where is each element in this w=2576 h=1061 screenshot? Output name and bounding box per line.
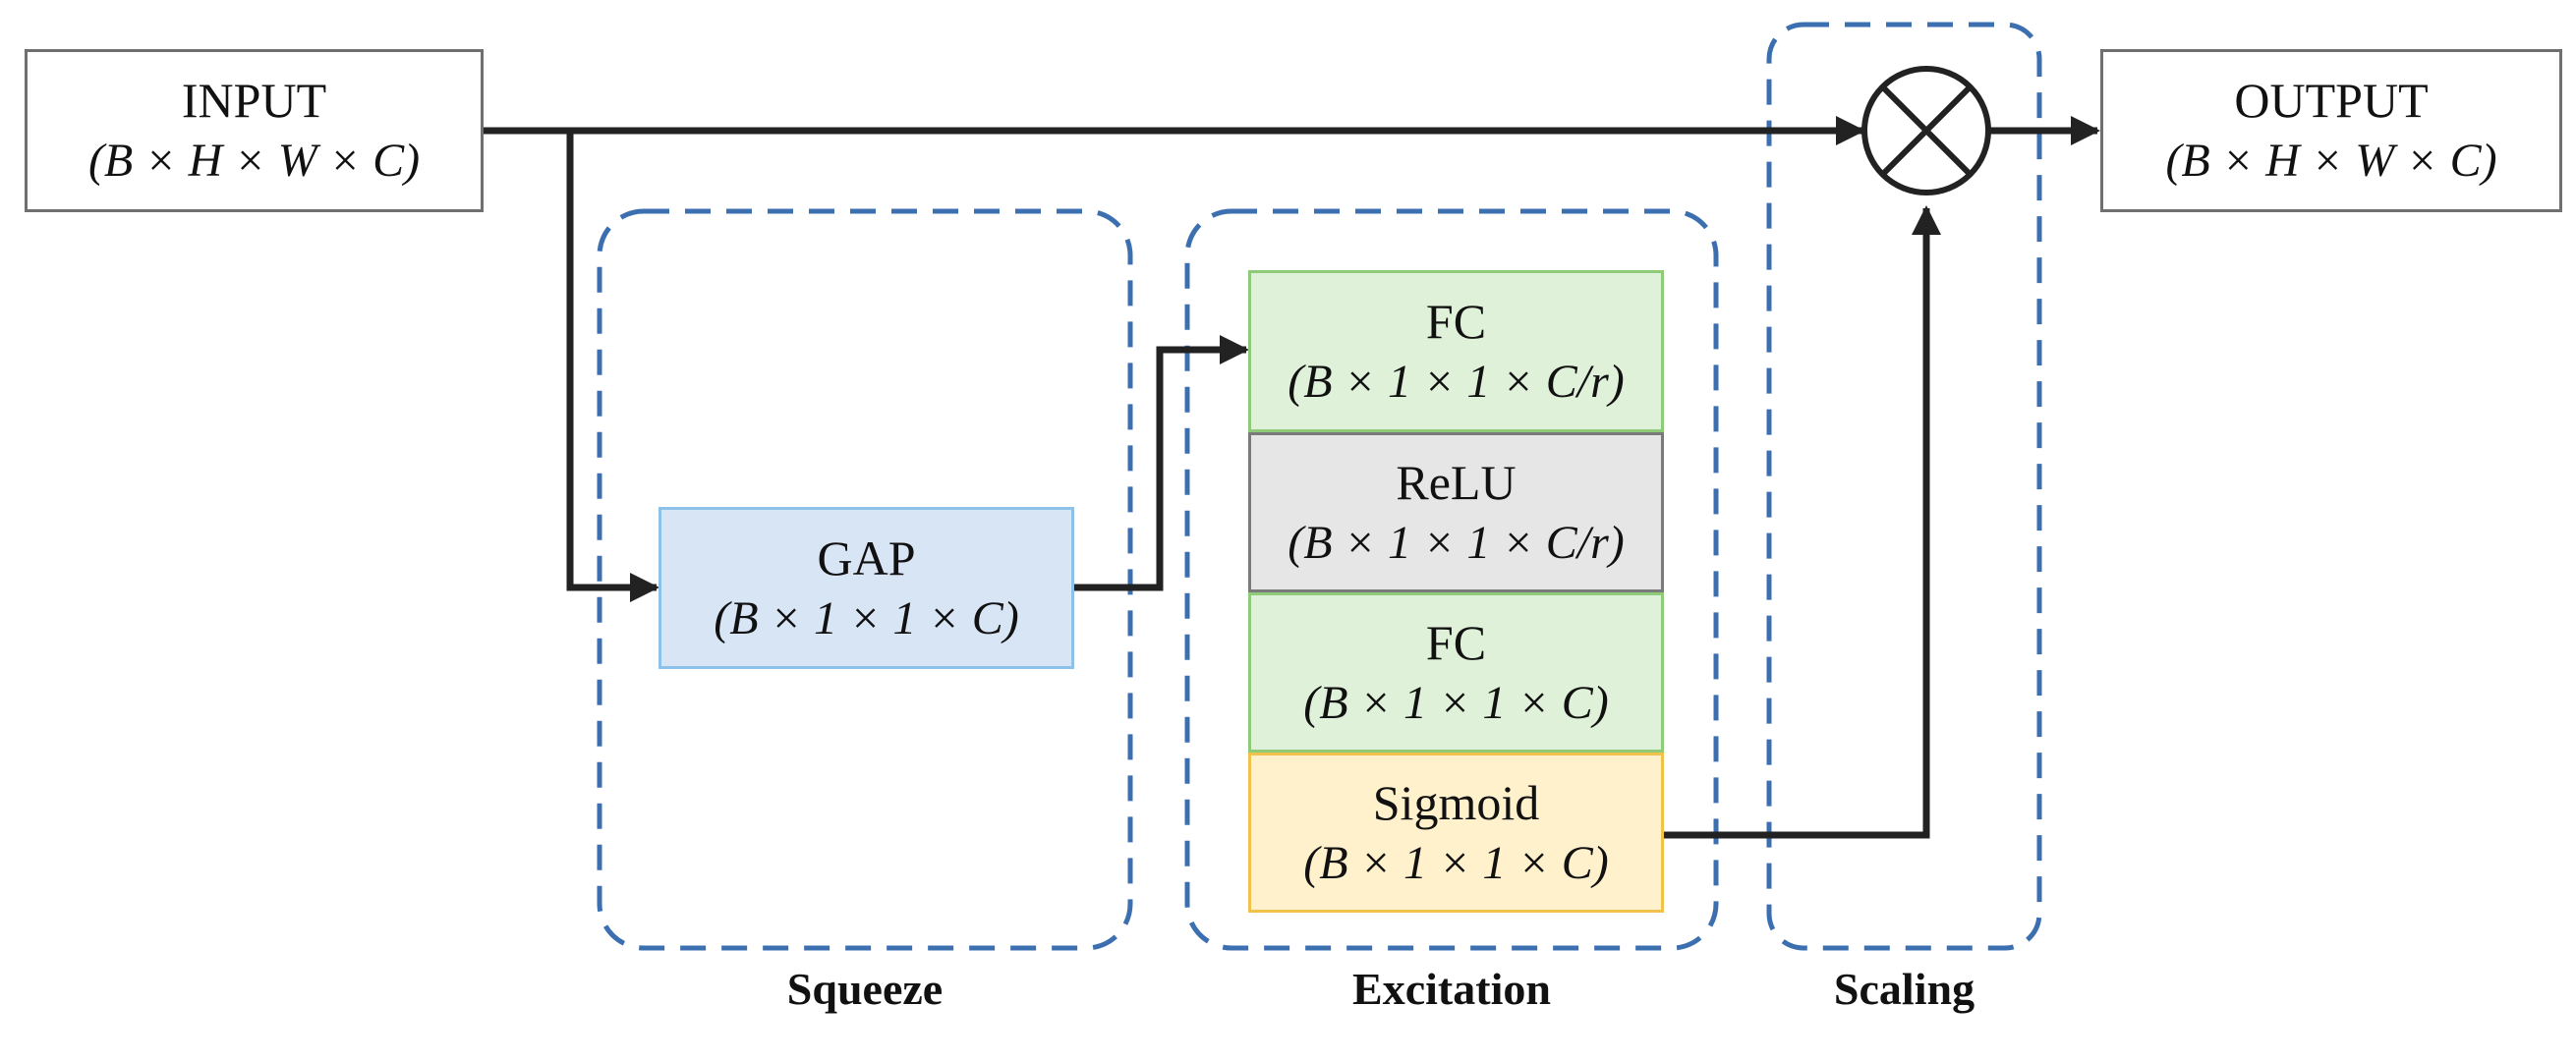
fc2-box: FC (B × 1 × 1 × C) xyxy=(1248,592,1664,753)
input-dims: (B × H × W × C) xyxy=(87,135,421,187)
input-title: INPUT xyxy=(181,73,327,128)
excitation-label: Excitation xyxy=(1352,964,1551,1014)
fc1-title: FC xyxy=(1425,293,1487,349)
gap-box: GAP (B × 1 × 1 × C) xyxy=(658,507,1074,669)
excitation-group-outline xyxy=(1184,208,1719,951)
sigmoid-dims: (B × 1 × 1 × C) xyxy=(1303,836,1609,889)
input-box: INPUT (B × H × W × C) xyxy=(25,49,484,212)
output-dims: (B × H × W × C) xyxy=(2165,135,2497,187)
gap-to-fc-arrow xyxy=(1074,335,1249,591)
fc2-dims: (B × 1 × 1 × C) xyxy=(1303,676,1609,729)
multiply-icon xyxy=(1861,66,1991,195)
sigmoid-box: Sigmoid (B × 1 × 1 × C) xyxy=(1248,753,1664,913)
squeeze-label: Squeeze xyxy=(786,964,944,1014)
gap-title: GAP xyxy=(817,530,916,586)
output-box: OUTPUT (B × H × W × C) xyxy=(2100,49,2562,212)
relu-title: ReLU xyxy=(1396,454,1517,510)
output-title: OUTPUT xyxy=(2234,73,2429,128)
scaling-group-outline xyxy=(1766,22,2042,951)
scaling-label: Scaling xyxy=(1833,964,1975,1014)
input-to-gap-arrow xyxy=(566,131,659,602)
gap-dims: (B × 1 × 1 × C) xyxy=(714,591,1019,644)
relu-dims: (B × 1 × 1 × C/r) xyxy=(1288,516,1625,569)
squeeze-group-outline xyxy=(597,208,1133,951)
sigmoid-to-multiply-arrow xyxy=(1664,205,1941,839)
fc2-title: FC xyxy=(1425,614,1487,670)
fc1-box: FC (B × 1 × 1 × C/r) xyxy=(1248,270,1664,432)
relu-box: ReLU (B × 1 × 1 × C/r) xyxy=(1248,432,1664,592)
fc1-dims: (B × 1 × 1 × C/r) xyxy=(1288,355,1625,408)
sigmoid-title: Sigmoid xyxy=(1372,774,1540,830)
